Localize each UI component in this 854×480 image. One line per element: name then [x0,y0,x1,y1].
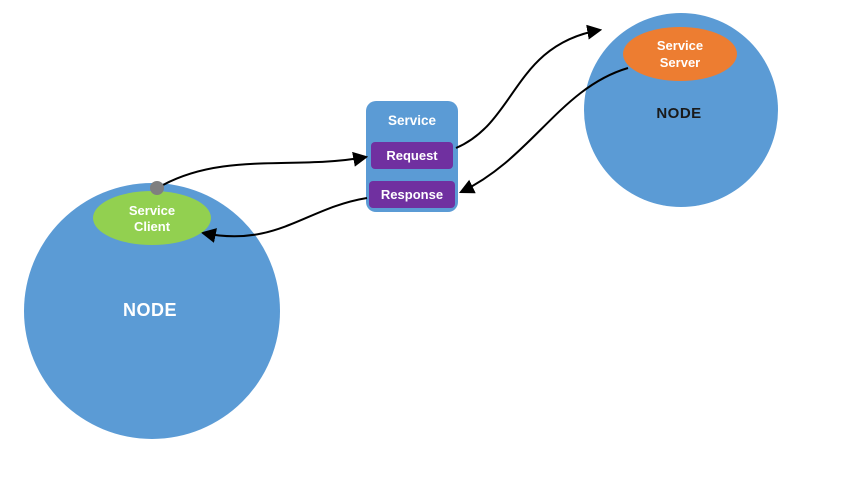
client-anchor-dot [150,181,164,195]
service-client-label-line1: Service [129,203,175,218]
request-box [371,142,453,169]
service-server-ellipse [623,27,737,81]
left-node-label: NODE [123,300,177,320]
right-node-label: NODE [656,105,701,122]
connector-response-to-client [200,197,368,243]
response-box [369,181,455,208]
connector-server-to-response [458,67,629,194]
service-server-label-line1: Service [657,38,703,53]
connector-client-to-request [162,151,369,186]
service-container-label: Service [388,113,437,128]
response-box-label: Response [381,187,443,202]
request-box-label: Request [386,148,438,163]
service-server-label-line2: Server [660,55,700,70]
service-client-ellipse [93,191,211,245]
left-node-circle [24,183,280,439]
connector-request-to-server [455,24,603,149]
service-client-label-line2: Client [134,219,171,234]
